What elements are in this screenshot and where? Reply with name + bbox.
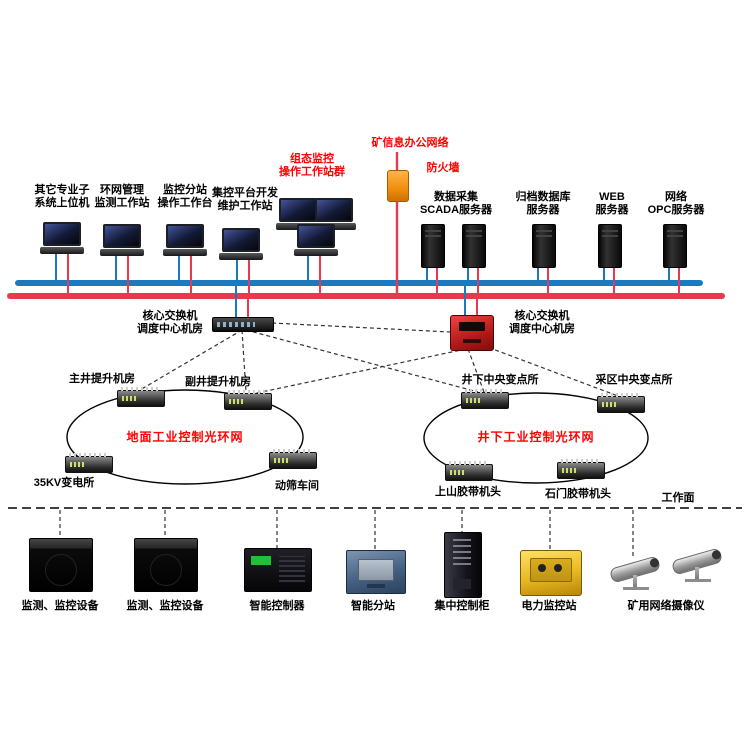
laptop-screen — [166, 224, 204, 248]
laptop-icon — [163, 224, 207, 256]
core-switch-icon — [212, 317, 274, 332]
surface-ring-title: 地面工业控制光环网 — [126, 430, 244, 444]
ring-node-label: 采区中央变点所 — [595, 374, 673, 386]
laptop-icon — [100, 224, 144, 256]
cluster-label: 组态监控 操作工作站群 — [279, 153, 345, 179]
smart-controller-icon — [244, 548, 312, 592]
camera-leg — [695, 567, 699, 580]
laptop-screen — [315, 198, 353, 222]
firewall-icon — [387, 170, 409, 202]
laptop-icon — [219, 228, 263, 260]
red-drops — [67, 152, 680, 317]
underground-ring-title: 井下工业控制光环网 — [477, 430, 595, 444]
face-device-label: 智能控制器 — [249, 600, 305, 612]
camera-foot — [685, 579, 711, 582]
network-camera-icon — [608, 555, 664, 592]
camera-leg — [633, 575, 637, 588]
network-camera-icon — [670, 547, 726, 584]
laptop-screen — [297, 224, 335, 248]
server-label: 归档数据库 服务器 — [515, 191, 571, 217]
surface-ring-ellipse — [66, 389, 304, 485]
face-device-label: 智能分站 — [351, 600, 395, 612]
firewall-label: 防火墙 — [426, 162, 460, 174]
monitor-device-icon — [134, 538, 198, 592]
server-label: WEB 服务器 — [595, 191, 629, 217]
face-device-label: 集中控制柜 — [434, 600, 490, 612]
power-monitor-station-icon — [520, 550, 582, 596]
ring-node-switch-icon — [65, 453, 113, 473]
laptop-icon — [294, 224, 338, 256]
workstation-label: 其它专业子 系统上位机 — [34, 184, 90, 210]
ring-node-switch-icon — [557, 459, 605, 479]
face-device-label: 电力监控站 — [521, 600, 577, 612]
face-device-label: 矿用网络摄像仪 — [627, 600, 705, 612]
server-label: 网络 OPC服务器 — [647, 191, 705, 217]
underground-ring-ellipse — [423, 392, 649, 484]
workstation-label: 环网管理 监测工作站 — [94, 184, 150, 210]
ring-node-label: 井下中央变点所 — [461, 374, 539, 386]
laptop-icon — [40, 222, 84, 254]
laptop-screen — [43, 222, 81, 246]
ring-node-label: 主井提升机房 — [69, 373, 135, 385]
server-label: 数据采集 SCADA服务器 — [419, 191, 493, 217]
server-tower-icon — [421, 224, 445, 268]
laptop-base — [163, 249, 207, 256]
ring-node-switch-icon — [597, 393, 645, 413]
ring-node-label: 动筛车间 — [275, 480, 319, 492]
ring-node-label: 石门胶带机头 — [545, 488, 611, 500]
laptop-screen — [222, 228, 260, 252]
camera-foot — [623, 587, 649, 590]
workstation-label: 监控分站 操作工作台 — [157, 184, 213, 210]
flameproof-switch-icon — [450, 315, 494, 351]
smart-substation-icon — [346, 550, 406, 594]
server-tower-icon — [462, 224, 486, 268]
monitor-device-icon — [29, 538, 93, 592]
face-device-drops — [59, 510, 634, 556]
laptop-base — [40, 247, 84, 254]
laptop-base — [219, 253, 263, 260]
laptop-base — [294, 249, 338, 256]
ring-node-switch-icon — [269, 449, 317, 469]
dashed-links — [139, 322, 619, 397]
core-switch-label: 核心交换机 调度中心机房 — [137, 310, 203, 336]
ring-node-label: 35KV变电所 — [33, 477, 95, 489]
server-tower-icon — [532, 224, 556, 268]
ring-node-switch-icon — [461, 389, 509, 409]
blue-drops — [55, 254, 670, 317]
ring-node-switch-icon — [224, 390, 272, 410]
working-face-label: 工作面 — [661, 492, 695, 504]
office-network-label: 矿信息办公网络 — [371, 137, 449, 149]
workstation-label: 集控平台开发 维护工作站 — [212, 187, 278, 213]
ring-node-label: 副井提升机房 — [185, 376, 251, 388]
ring-node-label: 上山胶带机头 — [435, 486, 501, 498]
server-tower-icon — [663, 224, 687, 268]
server-tower-icon — [598, 224, 622, 268]
ring-node-switch-icon — [445, 461, 493, 481]
ring-node-switch-icon — [117, 387, 165, 407]
laptop-base — [100, 249, 144, 256]
face-device-label: 监测、监控设备 — [21, 600, 99, 612]
control-cabinet-icon — [444, 532, 482, 598]
face-device-label: 监测、监控设备 — [126, 600, 204, 612]
laptop-screen — [103, 224, 141, 248]
core-switch-label: 核心交换机 调度中心机房 — [509, 310, 575, 336]
